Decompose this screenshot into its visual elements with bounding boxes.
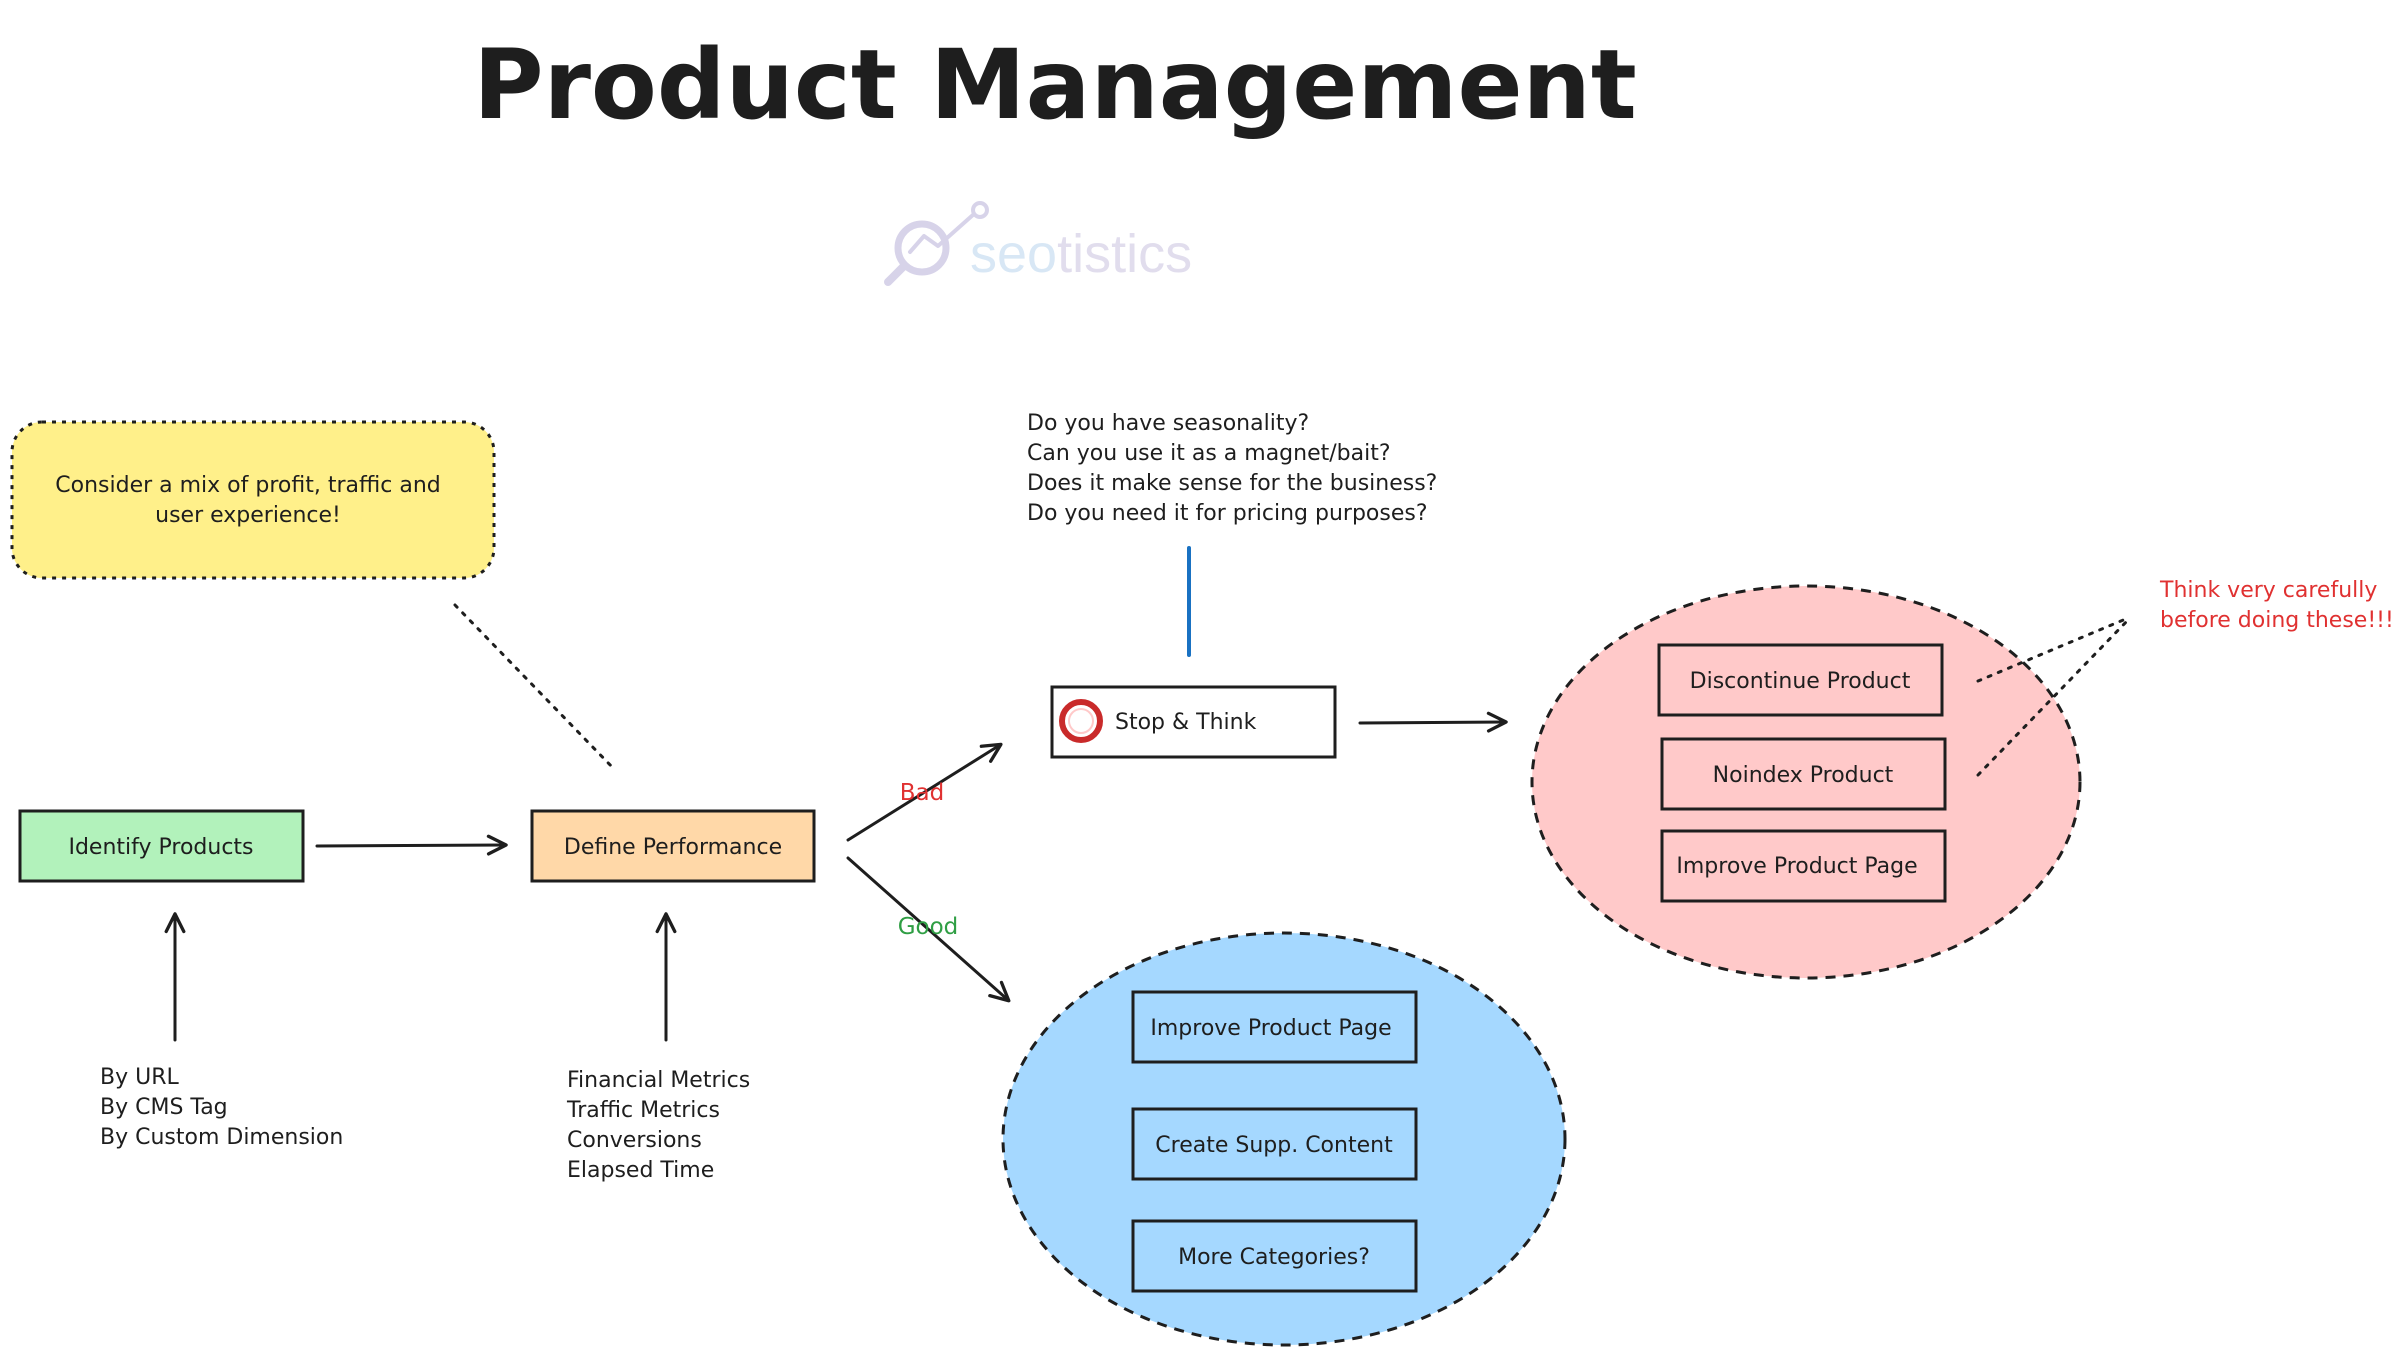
consideration-questions: Do you have seasonality? Can you use it …	[1027, 411, 1437, 526]
svg-text:seotistics: seotistics	[970, 224, 1192, 284]
tip-note-connector	[453, 603, 617, 772]
stop-circle-icon	[1059, 699, 1103, 743]
good-action-label: Create Supp. Content	[1155, 1133, 1393, 1158]
identify-criteria-item: By URL	[100, 1065, 179, 1090]
performance-metrics-list: Financial Metrics Traffic Metrics Conver…	[566, 1068, 750, 1183]
bad-action-box[interactable]: Discontinue Product	[1657, 643, 1944, 717]
stop-and-think-label: Stop & Think	[1115, 710, 1257, 735]
define-performance-node[interactable]: Define Performance	[530, 809, 816, 883]
warning-line-1: Think very carefully	[2159, 578, 2377, 603]
warning-note: Think very carefully before doing these!…	[2159, 578, 2394, 633]
performance-metric-item: Elapsed Time	[567, 1158, 714, 1183]
tip-note-line-2: user experience!	[155, 503, 341, 528]
bad-actions-group: Discontinue Product Noindex Product Impr…	[1530, 584, 2082, 980]
stop-and-think-node[interactable]: Stop & Think	[1050, 685, 1337, 759]
bad-action-box[interactable]: Noindex Product	[1660, 737, 1947, 811]
bad-action-label: Noindex Product	[1713, 763, 1894, 788]
good-branch-label: Good	[898, 914, 959, 940]
performance-metric-item: Conversions	[567, 1128, 702, 1153]
good-action-box[interactable]: Improve Product Page	[1131, 990, 1418, 1064]
performance-metric-item: Financial Metrics	[567, 1068, 750, 1093]
bad-action-label: Improve Product Page	[1676, 854, 1917, 879]
identify-products-node[interactable]: Identify Products	[18, 809, 305, 883]
seotistics-logo-icon	[884, 201, 989, 286]
warning-connector	[1976, 616, 2130, 683]
question-item: Does it make sense for the business?	[1027, 471, 1437, 496]
page-title: Product Management	[473, 29, 1637, 141]
seotistics-logo: seotistics	[884, 201, 1192, 286]
question-item: Do you have seasonality?	[1027, 411, 1309, 436]
logo-tistics-text: tistics	[1057, 224, 1192, 284]
define-performance-label: Define Performance	[564, 835, 782, 860]
warning-connector	[1976, 618, 2130, 777]
bad-branch-label: Bad	[900, 780, 944, 806]
good-actions-group: Improve Product Page Create Supp. Conten…	[1001, 931, 1567, 1347]
arrow-identify-to-define	[315, 834, 508, 856]
identify-criteria-item: By CMS Tag	[100, 1095, 228, 1120]
identify-products-label: Identify Products	[68, 835, 253, 860]
arrow-good-branch	[846, 856, 1011, 1003]
good-action-box[interactable]: More Categories?	[1131, 1219, 1418, 1293]
arrow-stop-to-bad-actions	[1358, 711, 1508, 733]
good-action-box[interactable]: Create Supp. Content	[1131, 1107, 1418, 1181]
question-item: Do you need it for pricing purposes?	[1027, 501, 1428, 526]
performance-metric-item: Traffic Metrics	[566, 1098, 720, 1123]
bad-action-box[interactable]: Improve Product Page	[1660, 829, 1947, 903]
bad-action-label: Discontinue Product	[1690, 669, 1911, 694]
tip-note-line-1: Consider a mix of profit, traffic and	[55, 473, 440, 498]
arrow-bad-branch	[846, 742, 1003, 842]
tip-note: Consider a mix of profit, traffic and us…	[10, 420, 496, 580]
good-action-label: More Categories?	[1178, 1245, 1370, 1270]
warning-line-2: before doing these!!!	[2160, 608, 2394, 633]
question-item: Can you use it as a magnet/bait?	[1027, 441, 1391, 466]
good-action-label: Improve Product Page	[1150, 1016, 1391, 1041]
identify-criteria-list: By URL By CMS Tag By Custom Dimension	[100, 1065, 343, 1150]
logo-seo-text: seo	[970, 224, 1057, 284]
identify-criteria-item: By Custom Dimension	[100, 1125, 343, 1150]
